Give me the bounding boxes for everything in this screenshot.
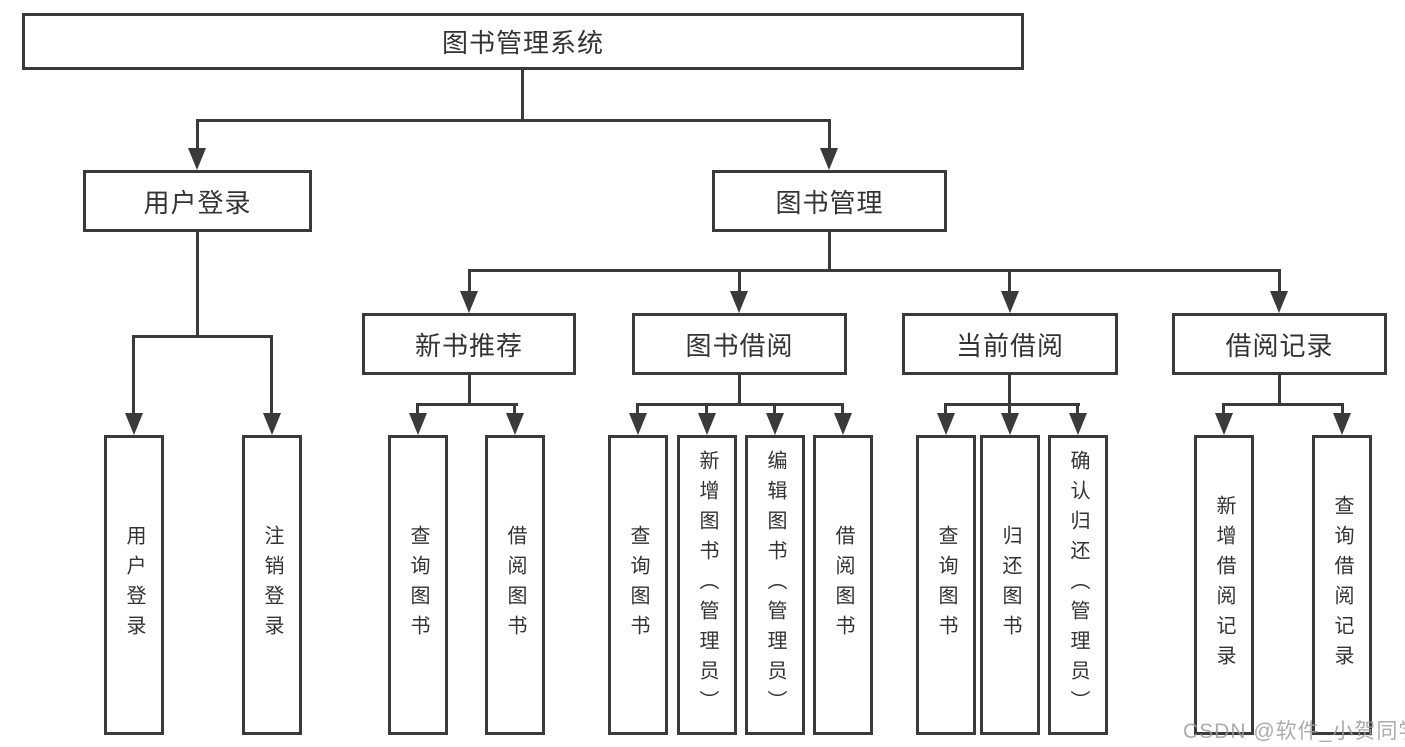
leaf-label: 查询图书 [627, 525, 649, 645]
arrow-down-icon [188, 148, 206, 170]
node-book-management: 图书管理 [712, 170, 947, 232]
connector-vline [944, 403, 947, 417]
connector-vline [468, 269, 471, 293]
connector-vline [1076, 403, 1079, 417]
leaf-label: 注销登录 [261, 525, 283, 645]
connector-hline [132, 335, 273, 338]
node-label: 图书管理系统 [441, 28, 604, 58]
node-label: 借阅记录 [1225, 330, 1334, 361]
leaf-query-books-recommend: 查询图书 [388, 435, 448, 735]
leaf-label: 确认归还（管理员） [1067, 450, 1089, 720]
arrow-down-icon [834, 413, 852, 435]
connector-vline [705, 403, 708, 417]
arrow-down-icon [1333, 413, 1351, 435]
connector-vline [196, 231, 199, 337]
arrow-down-icon [263, 413, 281, 435]
arrow-down-icon [409, 413, 427, 435]
connector-vline [1222, 403, 1225, 417]
leaf-label: 编辑图书（管理员） [764, 450, 786, 720]
arrow-down-icon [698, 413, 716, 435]
node-borrowing-records: 借阅记录 [1172, 313, 1387, 375]
connector-vline [1341, 403, 1344, 417]
connector-vline [828, 231, 831, 272]
leaf-label: 查询借阅记录 [1331, 495, 1353, 675]
leaf-add-book-admin: 新增图书（管理员） [677, 435, 737, 735]
leaf-logout: 注销登录 [242, 435, 302, 735]
leaf-label: 归还图书 [999, 525, 1021, 645]
arrow-down-icon [1001, 291, 1019, 313]
connector-hline [944, 403, 1080, 406]
arrow-down-icon [460, 291, 478, 313]
node-label: 图书管理 [775, 187, 884, 218]
leaf-add-borrow-record: 新增借阅记录 [1194, 435, 1254, 735]
arrow-down-icon [1270, 291, 1288, 313]
leaf-label: 新增图书（管理员） [696, 450, 718, 720]
connector-vline [513, 403, 516, 417]
connector-hline [196, 119, 831, 122]
connector-vline [738, 374, 741, 405]
arrow-down-icon [1001, 413, 1019, 435]
leaf-query-books-current: 查询图书 [916, 435, 976, 735]
leaf-return-books: 归还图书 [980, 435, 1040, 735]
connector-vline [196, 119, 199, 150]
node-library-management-system: 图书管理系统 [22, 13, 1024, 70]
node-user-login: 用户登录 [83, 170, 312, 232]
arrow-down-icon [506, 413, 524, 435]
leaf-label: 借阅图书 [832, 525, 854, 645]
node-label: 用户登录 [143, 187, 252, 218]
leaf-borrow-books-recommend: 借阅图书 [485, 435, 545, 735]
connector-vline [270, 335, 273, 415]
leaf-label: 用户登录 [123, 525, 145, 645]
connector-vline [132, 335, 135, 415]
connector-vline [468, 374, 471, 405]
connector-vline [841, 403, 844, 417]
node-label: 图书借阅 [685, 330, 794, 361]
leaf-label: 查询图书 [935, 525, 957, 645]
leaf-borrow-books: 借阅图书 [813, 435, 873, 735]
arrow-down-icon [766, 413, 784, 435]
connector-vline [636, 403, 639, 417]
arrow-down-icon [1215, 413, 1233, 435]
leaf-label: 新增借阅记录 [1213, 495, 1235, 675]
arrow-down-icon [629, 413, 647, 435]
leaf-label: 借阅图书 [504, 525, 526, 645]
node-book-borrowing: 图书借阅 [632, 313, 847, 375]
connector-vline [1008, 269, 1011, 293]
leaf-query-borrow-record: 查询借阅记录 [1312, 435, 1372, 735]
leaf-edit-book-admin: 编辑图书（管理员） [745, 435, 805, 735]
node-label: 新书推荐 [414, 330, 523, 361]
connector-vline [521, 69, 524, 122]
connector-hline [468, 269, 1281, 272]
connector-vline [828, 119, 831, 150]
connector-vline [1008, 403, 1011, 417]
connector-vline [738, 269, 741, 293]
watermark-text: CSDN @软件_小贺同学 [1183, 720, 1405, 743]
connector-hline [416, 403, 518, 406]
node-new-book-recommendation: 新书推荐 [362, 313, 576, 375]
connector-vline [416, 403, 419, 417]
connector-vline [1008, 374, 1011, 405]
leaf-query-books-borrow: 查询图书 [608, 435, 668, 735]
connector-vline [1278, 269, 1281, 293]
connector-vline [773, 403, 776, 417]
connector-hline [636, 403, 844, 406]
node-label: 当前借阅 [955, 330, 1064, 361]
arrow-down-icon [937, 413, 955, 435]
arrow-down-icon [820, 148, 838, 170]
connector-hline [1222, 403, 1344, 406]
node-current-borrowing: 当前借阅 [902, 313, 1118, 375]
arrow-down-icon [730, 291, 748, 313]
leaf-confirm-return-admin: 确认归还（管理员） [1048, 435, 1108, 735]
arrow-down-icon [125, 413, 143, 435]
arrow-down-icon [1069, 413, 1087, 435]
leaf-label: 查询图书 [407, 525, 429, 645]
leaf-user-login: 用户登录 [104, 435, 164, 735]
connector-vline [1278, 374, 1281, 405]
